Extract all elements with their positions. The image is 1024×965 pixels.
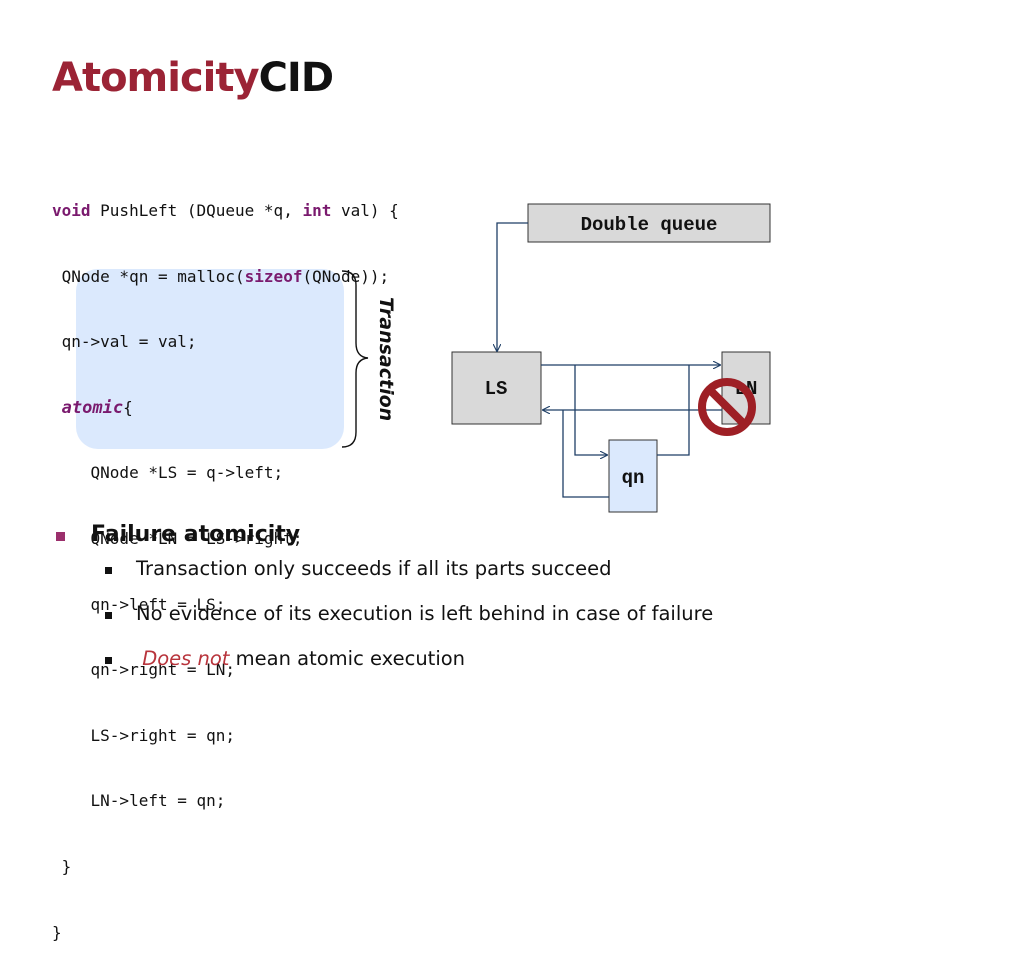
keyword-sizeof: sizeof — [244, 266, 303, 286]
code-line-1: void PushLeft (DQueue *q, int val) { — [52, 197, 399, 225]
arrow-qn-left — [562, 410, 609, 498]
arrow-to-qn — [574, 365, 607, 455]
ls-node — [451, 351, 542, 425]
bullet-square-icon — [105, 612, 112, 619]
transaction-brace — [341, 270, 369, 448]
emphasis-text: Does not — [142, 647, 230, 670]
arrow-qn-right — [657, 365, 690, 456]
keyword-atomic: atomic — [61, 397, 124, 418]
code-text: { — [123, 397, 133, 417]
keyword-void: void — [52, 201, 91, 220]
code-line-4: atomic{ — [52, 394, 399, 422]
title-accent: Atomicity — [52, 55, 260, 101]
bullet-rest-text: mean atomic execution — [229, 647, 466, 670]
bullet-text: Transaction only succeeds if all its par… — [136, 557, 612, 580]
code-line-9: LS->right = qn; — [52, 725, 236, 745]
code-listing: void PushLeft (DQueue *q, int val) { QNo… — [52, 159, 399, 965]
atomic-block-highlight — [76, 269, 344, 449]
code-text: (QNode)); — [302, 266, 390, 286]
qn-label: qn — [622, 467, 645, 489]
bullet-text: No evidence of its execution is left beh… — [136, 602, 714, 625]
code-line-8: qn->right = LN; — [52, 660, 236, 680]
bullet-text: Failure atomicity — [91, 522, 301, 547]
code-line-6: QNode *LN = LS->right; — [52, 528, 303, 548]
queue-diagram: Transaction Double queue LS LN qn — [341, 203, 771, 513]
ls-label: LS — [485, 378, 508, 400]
no-entry-icon — [698, 378, 756, 436]
code-line-11: } — [52, 856, 72, 876]
code-line-3: qn->val = val; — [52, 332, 197, 352]
title-rest: CID — [258, 55, 334, 101]
bullet-text: Does not mean atomic execution — [136, 647, 465, 670]
bullet-square-icon — [105, 567, 112, 574]
code-line-7: qn->left = LS; — [52, 594, 226, 614]
double-queue-label: Double queue — [581, 214, 718, 236]
double-queue-box — [527, 203, 771, 243]
code-text: val) { — [331, 201, 399, 220]
code-text: QNode *qn = malloc( — [52, 266, 245, 286]
qn-node — [608, 439, 658, 513]
bullet-square-icon — [105, 657, 112, 664]
code-line-2: QNode *qn = malloc(sizeof(QNode)); — [52, 263, 399, 291]
transaction-label: Transaction — [375, 297, 397, 421]
code-line-12: } — [52, 922, 62, 942]
slide-title: AtomicityCID — [52, 55, 334, 101]
code-line-5: QNode *LS = q->left; — [52, 463, 284, 483]
code-line-10: LN->left = qn; — [52, 791, 226, 811]
keyword-int: int — [302, 201, 332, 220]
arrow-queue-to-ls — [497, 222, 528, 351]
code-text: PushLeft (DQueue *q, — [90, 201, 303, 220]
bullet-square-icon — [56, 532, 65, 541]
